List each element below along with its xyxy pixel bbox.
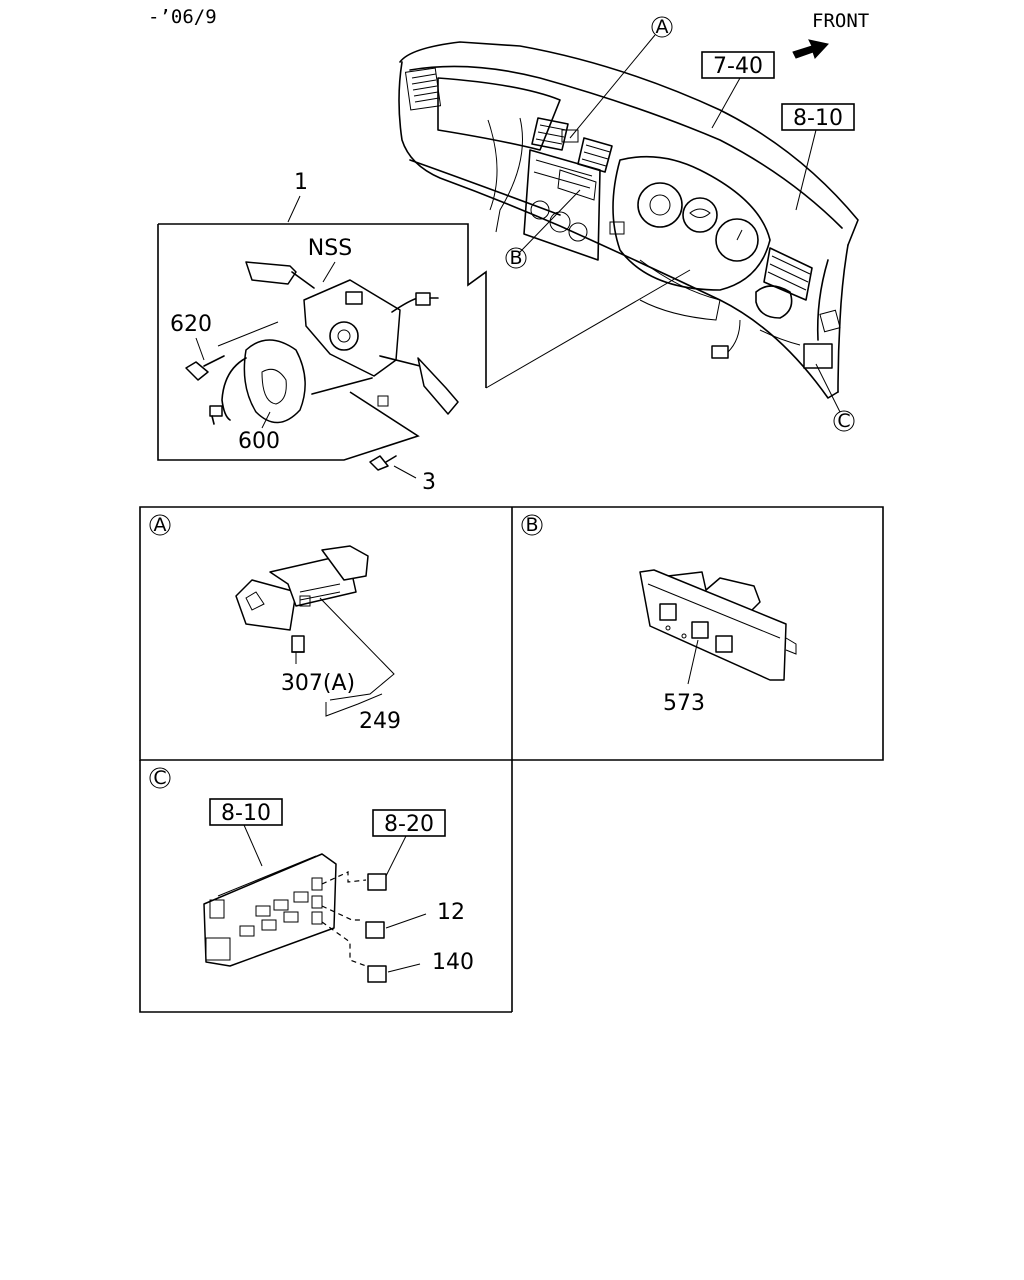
- svg-text:A: A: [154, 514, 167, 536]
- dashboard-illustration: [398, 41, 859, 399]
- part-573-label: 573: [663, 691, 705, 716]
- callout-b: B: [505, 189, 581, 269]
- part-600-label: 600: [238, 429, 280, 454]
- svg-text:8-10: 8-10: [793, 106, 843, 131]
- left-vent: [404, 67, 442, 111]
- detail-b: B 573: [521, 514, 797, 716]
- switch-panel-573: [639, 569, 797, 681]
- svg-text:B: B: [509, 247, 522, 269]
- svg-text:C: C: [837, 410, 850, 432]
- circle-letter-icon: [833, 410, 855, 432]
- screw-3: [369, 455, 397, 471]
- bolt-620: [185, 355, 225, 381]
- bulb-307: [291, 635, 305, 653]
- circle-letter-icon: [149, 767, 171, 789]
- right-vent: [755, 247, 813, 319]
- part-1-label: 1: [294, 170, 308, 195]
- relay-140: [321, 921, 421, 983]
- ref-box-7-40: 7-40: [701, 51, 775, 129]
- svg-text:C: C: [153, 767, 166, 789]
- front-label: FRONT: [812, 10, 869, 32]
- ref-box-8-20-detail: 8-20: [372, 809, 446, 877]
- detail-a: A 307(A) 249: [149, 514, 401, 734]
- combination-switch-group: 1 NSS 620 600: [157, 170, 691, 495]
- part-307-label: 307(A): [281, 671, 355, 696]
- gauge-cluster: [637, 182, 759, 262]
- hazard-switch: [235, 545, 369, 631]
- circle-letter-icon: [149, 514, 171, 536]
- callout-a: A: [569, 16, 673, 139]
- detail-c: C 8-10 8-20: [149, 767, 474, 983]
- part-12-label: 12: [437, 900, 465, 925]
- callout-c: C: [815, 363, 855, 432]
- circle-letter-icon: [521, 514, 543, 536]
- hazard-switch-slot: [561, 129, 579, 143]
- center-vents: [531, 117, 613, 173]
- front-arrow-icon: [792, 39, 829, 59]
- relay-12: [321, 905, 427, 939]
- ref-box-8-10-detail: 8-10: [209, 798, 283, 867]
- circle-letter-icon: [505, 247, 527, 269]
- ref-box-8-10: 8-10: [781, 103, 855, 211]
- svg-text:7-40: 7-40: [713, 54, 763, 79]
- part-249-label: 249: [359, 709, 401, 734]
- nss-label: NSS: [308, 236, 352, 261]
- fuse-box-outline: [803, 343, 833, 369]
- svg-text:8-20: 8-20: [384, 812, 434, 837]
- part-3-label: 3: [422, 470, 436, 495]
- part-620-label: 620: [170, 312, 212, 337]
- svg-text:8-10: 8-10: [221, 801, 271, 826]
- circle-letter-icon: [651, 16, 673, 38]
- part-140-label: 140: [432, 950, 474, 975]
- relay-8-20: [321, 871, 387, 891]
- svg-text:B: B: [525, 514, 538, 536]
- date-code: -’06/9: [148, 6, 217, 28]
- svg-text:A: A: [656, 16, 669, 38]
- fuse-box: [203, 853, 337, 967]
- detail-frames: [139, 506, 884, 1013]
